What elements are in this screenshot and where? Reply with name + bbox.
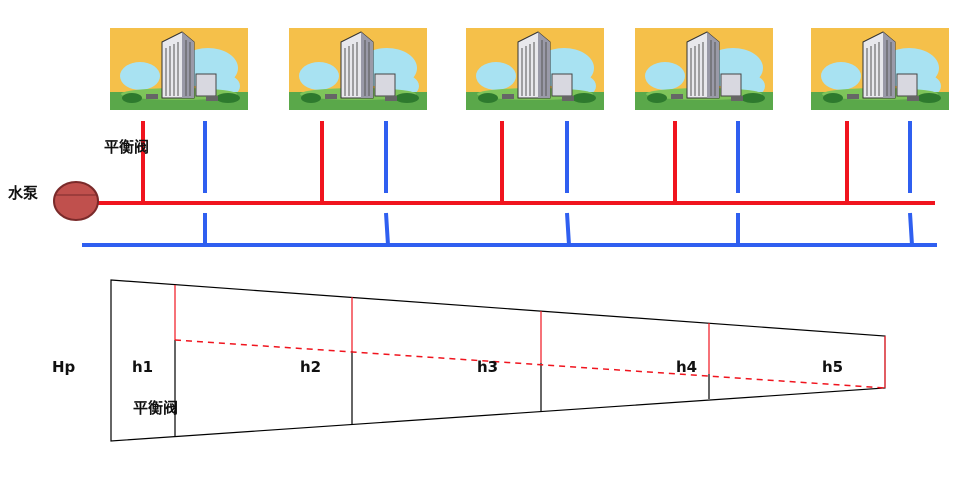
building-icon bbox=[810, 27, 950, 111]
pump-icon bbox=[53, 181, 99, 221]
h2-label: h2 bbox=[300, 358, 321, 376]
building-row bbox=[109, 27, 950, 111]
building-icon bbox=[634, 27, 774, 111]
supply-pipe bbox=[88, 121, 935, 205]
building-icon bbox=[288, 27, 428, 111]
pressure-diagram bbox=[110, 279, 886, 442]
h5-label: h5 bbox=[822, 358, 843, 376]
h1-label: h1 bbox=[132, 358, 153, 376]
return-pipe bbox=[82, 121, 937, 247]
building-icon bbox=[465, 27, 605, 111]
building-icon bbox=[109, 27, 249, 111]
hp-label: Hp bbox=[52, 358, 76, 376]
h4-label: h4 bbox=[676, 358, 697, 376]
pressure-dashed-line bbox=[174, 339, 886, 389]
pump-label: 水泵 bbox=[8, 184, 38, 202]
balance-valve-label-bottom: 平衡阀 bbox=[133, 399, 178, 417]
h3-label: h3 bbox=[477, 358, 498, 376]
balance-valve-label-top: 平衡阀 bbox=[104, 138, 149, 156]
